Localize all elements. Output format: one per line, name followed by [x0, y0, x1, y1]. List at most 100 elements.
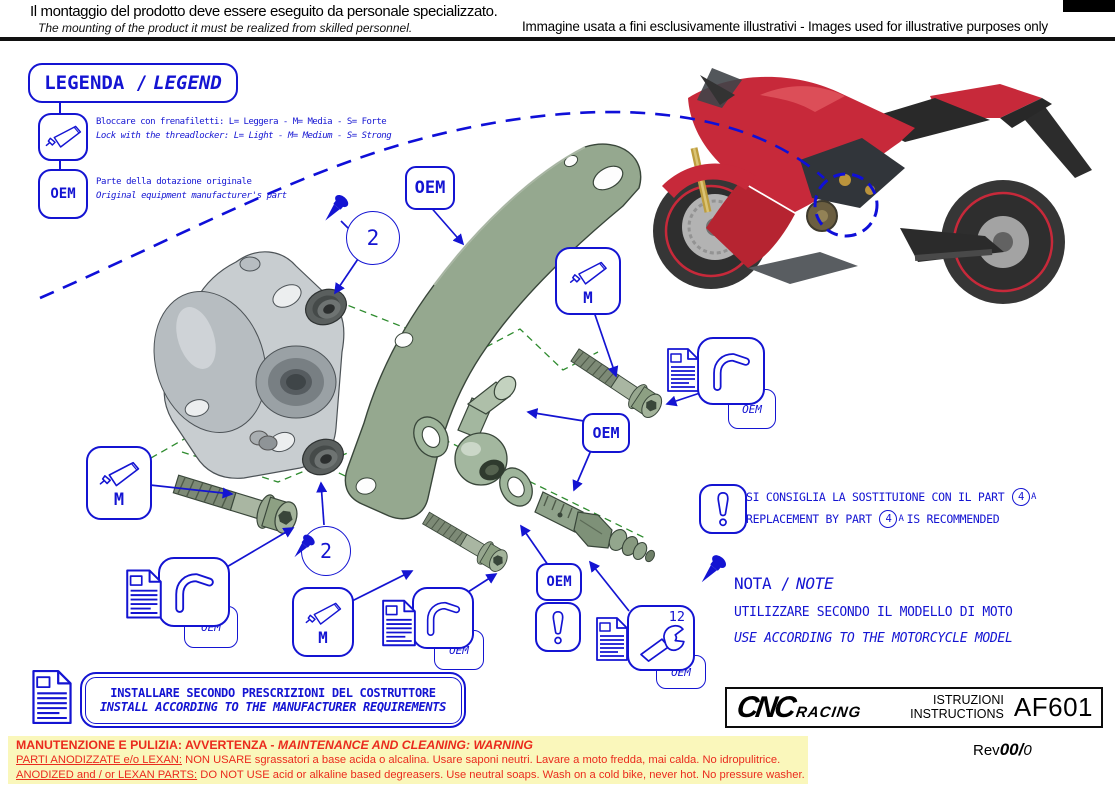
footer-title-block: CNC RACING ISTRUZIONI INSTRUCTIONS AF601 — [725, 687, 1103, 728]
banjo-elbow-fitting — [454, 375, 517, 486]
wrench-callout: 12 — [627, 605, 695, 671]
legend-oem-box: OEM — [38, 169, 88, 219]
legend-threadlocker-box — [38, 113, 88, 161]
part-4-suffix: A — [1030, 492, 1037, 502]
oem-callout-bracket: OEM — [405, 166, 455, 210]
model-note-it: UTILIZZARE SECONDO IL MODELLO DI MOTO — [734, 605, 1013, 620]
oem-callout-bolt: OEM — [536, 563, 582, 601]
install-text-en: INSTALL ACCORDING TO THE MANUFACTURER RE… — [99, 700, 447, 714]
zoom-circle — [813, 172, 879, 238]
legend-threadlocker-en: Lock with the threadlocker: L= Light - M… — [96, 131, 392, 141]
legend-title-box: LEGENDA / LEGEND — [28, 63, 238, 103]
rev-word: Rev — [973, 742, 1000, 759]
pushpin-icon — [694, 552, 730, 592]
replacement-note-en-text-a: REPLACEMENT BY PART — [746, 512, 872, 526]
bearing-upper — [305, 288, 347, 326]
threadlocker-strength-label: M — [318, 628, 328, 647]
warning-title: MANUTENZIONE E PULIZIA: AVVERTENZA - MAI… — [16, 737, 800, 753]
threadlocker-strength-label: M — [583, 287, 593, 307]
washer-2 — [499, 467, 533, 507]
warning-text-it: NON USARE sgrassatori a base acida o alc… — [185, 754, 781, 767]
legend-threadlocker-it: Bloccare con frenafiletti: L= Leggera - … — [96, 117, 387, 127]
pushpin-icon — [288, 532, 318, 566]
allen-key-icon — [424, 599, 462, 637]
bolt-1 — [172, 474, 298, 534]
legend-connector-1 — [59, 99, 61, 113]
manual-document-icon — [666, 342, 700, 402]
exclamation-icon — [709, 490, 737, 528]
rev-major: 00/ — [999, 740, 1024, 759]
legend-oem-label: OEM — [50, 186, 76, 202]
warning-line-en: ANODIZED and / or LEXAN PARTS: DO NOT US… — [16, 768, 805, 783]
oem-label: OEM — [546, 574, 572, 590]
revision-label: Rev00/0 — [973, 740, 1032, 760]
pushpin-icon — [318, 192, 352, 230]
allen-key-icon — [172, 570, 216, 614]
wrench-size-label: 12 — [668, 609, 685, 625]
threadlocker-callout-b: M — [555, 247, 621, 315]
exclamation-icon — [545, 609, 571, 646]
oem-label: OEM — [592, 424, 620, 442]
qty-circle-1: 2 — [346, 211, 400, 265]
corner-mark — [1063, 0, 1115, 12]
product-code: AF601 — [1013, 692, 1093, 722]
header-rule — [0, 37, 1115, 41]
instructions-label-it: ISTRUZIONI — [933, 693, 1004, 707]
warning-label-it: PARTI ANODIZZATE e/o LEXAN: — [16, 754, 182, 767]
instructions-label: ISTRUZIONI INSTRUCTIONS — [910, 693, 1004, 721]
threadlocker-tube-icon — [564, 260, 612, 288]
install-text-it: INSTALLARE SECONDO PRESCRIZIONI DEL COST… — [110, 686, 436, 700]
install-requirements-box: INSTALLARE SECONDO PRESCRIZIONI DEL COST… — [80, 672, 466, 728]
allen-key-callout-2 — [158, 557, 230, 627]
header-note-it: Il montaggio del prodotto deve essere es… — [30, 3, 498, 20]
part-4-badge: 4 — [1011, 488, 1030, 506]
zoom-leader-curve — [39, 110, 825, 300]
rev-minor: 0 — [1023, 742, 1032, 759]
manual-document-icon — [381, 594, 417, 656]
bolt-2 — [570, 348, 663, 418]
replacement-note-en-text-b: IS RECOMMENDED — [906, 512, 1000, 526]
legend-title-en: LEGEND — [153, 72, 222, 94]
allen-key-icon — [710, 350, 752, 392]
cnc-racing-logo: CNC RACING — [735, 691, 863, 725]
nota-title-en: NOTE — [796, 574, 834, 593]
spacer-bushing — [249, 430, 278, 451]
warning-callout-2 — [535, 602, 581, 652]
warning-text-en: DO NOT USE acid or alkaline based degrea… — [200, 769, 805, 781]
legend-title-it: LEGENDA / — [44, 72, 148, 94]
warning-title-it: MANUTENZIONE E PULIZIA: AVVERTENZA - — [16, 738, 275, 752]
oem-label: OEM — [414, 178, 446, 198]
motorcycle-photo — [653, 68, 1092, 304]
threadlocker-callout-a: M — [86, 446, 152, 520]
manual-document-icon — [125, 564, 163, 628]
threadlocker-tube-icon — [95, 460, 143, 490]
warning-callout-1 — [699, 484, 747, 534]
maintenance-warning: MANUTENZIONE E PULIZIA: AVVERTENZA - MAI… — [8, 736, 808, 784]
manual-document-icon — [595, 612, 629, 670]
model-note-en: USE ACCORDING TO THE MOTORCYCLE MODEL — [734, 631, 1013, 646]
replacement-note-it: SI CONSIGLIA LA SOSTITUIONE CON IL PART … — [746, 488, 1039, 506]
manual-document-icon — [31, 667, 73, 731]
warning-line-it: PARTI ANODIZZATE e/o LEXAN: NON USARE sg… — [16, 753, 800, 768]
bolt-3 — [422, 511, 508, 572]
leader-arrows — [149, 203, 701, 612]
qty-label: 2 — [366, 226, 380, 250]
bearing-lower — [302, 438, 344, 476]
allen-key-callout-1 — [697, 337, 765, 405]
nota-title-it: NOTA / — [734, 574, 790, 593]
banjo-bolt — [534, 491, 655, 563]
header-note-en: The mounting of the product it must be r… — [38, 21, 413, 35]
legend-connector-2 — [59, 157, 61, 169]
legend-oem-it: Parte della dotazione originale — [96, 177, 252, 187]
part-4-badge: 4 — [879, 510, 898, 528]
wrench-icon — [637, 623, 685, 663]
oem-tag-label: OEM — [742, 402, 762, 416]
gray-housing — [153, 251, 345, 479]
warning-title-en: MAINTENANCE AND CLEANING: WARNING — [277, 738, 533, 752]
threadlocker-tube-icon — [44, 124, 82, 151]
part-4-suffix: A — [898, 514, 904, 524]
legend-oem-en: Original equipment manufacturer's part — [96, 191, 287, 201]
